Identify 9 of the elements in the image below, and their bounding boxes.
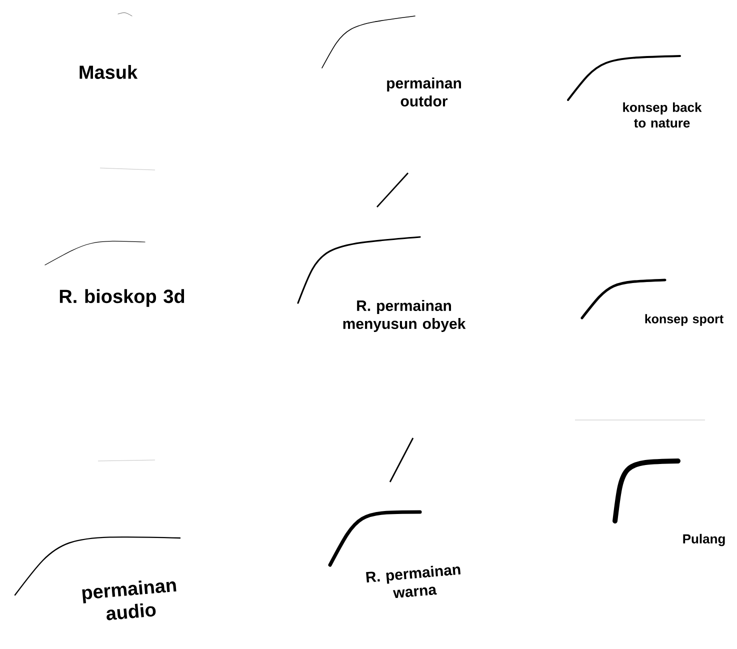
node-label: konsep back to nature [623, 102, 702, 128]
node-label: R. bioskop 3d [60, 289, 184, 307]
node-label: permainan audio [82, 580, 176, 620]
node-label: Masuk [80, 65, 138, 79]
node-label: konsep sport [645, 314, 724, 326]
node-label: permainan outdor [387, 78, 461, 106]
node-label: R. permainan menyusun obyek [343, 300, 466, 332]
node-label: Pulang [683, 534, 725, 546]
node-label: R. permainan warna [366, 566, 460, 598]
